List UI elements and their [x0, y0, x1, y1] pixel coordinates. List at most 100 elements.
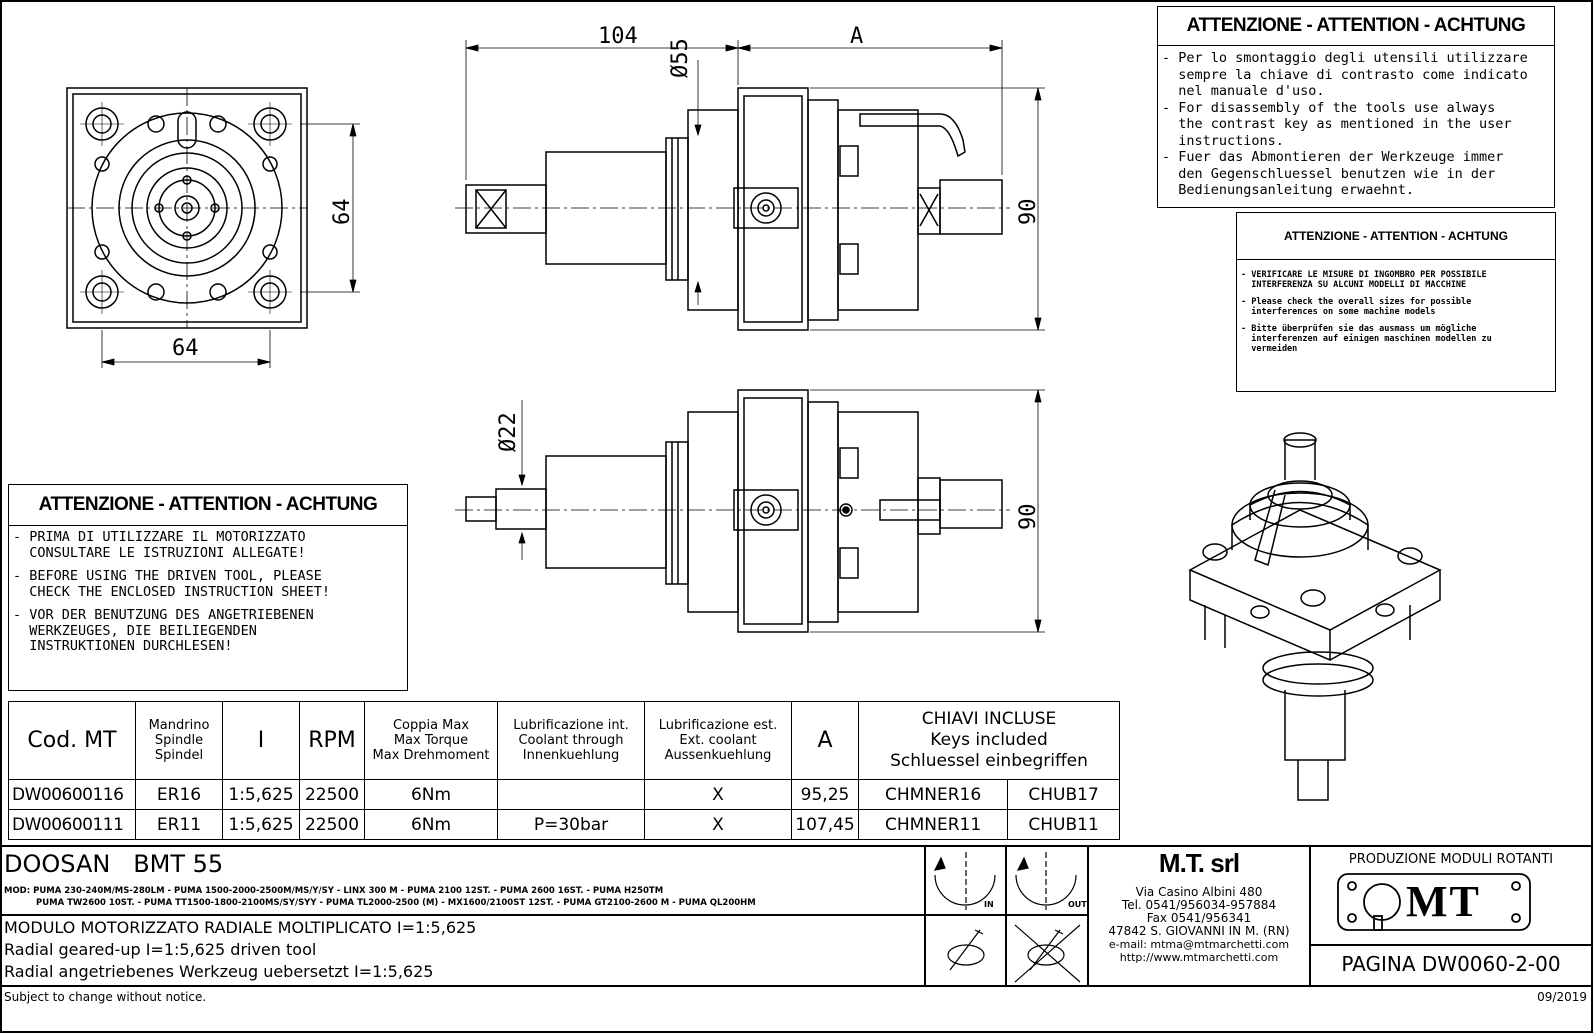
header-lubrication-external: Lubrificazione est. Ext. coolant Aussenk…: [644, 701, 792, 780]
company-website: http://www.mtmarchetti.com: [1119, 951, 1279, 964]
machine-model: DOOSAN BMT 55: [4, 850, 224, 878]
change-notice: Subject to change without notice.: [4, 990, 207, 1004]
compatible-machines-line-1: MOD: PUMA 230-240M/MS-280LM - PUMA 1500-…: [4, 886, 664, 896]
header-a: A: [791, 701, 859, 780]
logo-frame: [1337, 873, 1531, 931]
front-view: [66, 87, 308, 329]
warning-line: INSTRUKTIONEN DURCHLESEN!: [13, 638, 233, 654]
header-cod-mt: Cod. MT: [8, 701, 136, 780]
cell-key-1: CHMNER11: [857, 809, 1009, 840]
cell-lubrication-external: X: [644, 809, 792, 840]
warning-line: - Bitte überprüfen sie das ausmass um mö…: [1241, 324, 1477, 334]
warning-line: the contrast key as mentioned in the use…: [1162, 116, 1512, 132]
warning-left-text: - PRIMA DI UTILIZZARE IL MOTORIZZATO CON…: [9, 526, 407, 655]
dimension-104: 104: [598, 24, 638, 49]
header-ratio: I: [222, 701, 300, 780]
warning-line: - VERIFICARE LE MISURE DI INGOMBRO PER P…: [1241, 270, 1487, 280]
rotation-out-label: OUT: [1068, 900, 1087, 909]
cell-torque: 6Nm: [364, 779, 498, 810]
dimension-diameter-22: Ø22: [496, 412, 521, 452]
dimension-64-horizontal: 64: [172, 336, 199, 361]
warning-line: - BEFORE USING THE DRIVEN TOOL, PLEASE: [13, 568, 322, 584]
warning-main-title: ATTENZIONE - ATTENTION - ACHTUNG: [1158, 7, 1554, 46]
company-fax: Fax 0541/956341: [1146, 911, 1252, 925]
cell-a: 107,45: [791, 809, 859, 840]
cell-rpm: 22500: [299, 779, 365, 810]
header-keys-included: CHIAVI INCLUSE Keys included Schluessel …: [858, 701, 1120, 780]
spec-table: Cod. MT Mandrino Spindle Spindel I RPM C…: [8, 701, 1120, 840]
compatible-machines-line-2: PUMA TW2600 10ST. - PUMA TT1500-1800-210…: [36, 898, 756, 908]
side-view-bottom: [455, 389, 1010, 633]
production-label: PRODUZIONE MODULI ROTANTI: [1348, 852, 1554, 867]
spec-table-header-row: Cod. MT Mandrino Spindle Spindel I RPM C…: [8, 701, 1120, 780]
warning-line: CHECK THE ENCLOSED INSTRUCTION SHEET!: [13, 583, 330, 600]
warning-line: - Per lo smontaggio degli utensili utili…: [1162, 50, 1528, 66]
company-address: Via Casino Albini 480: [1135, 885, 1263, 899]
cell-cod-mt: DW00600111: [8, 809, 136, 840]
warning-line: nel manuale d'uso.: [1162, 83, 1325, 99]
dimension-90-bottom: 90: [1016, 503, 1041, 531]
header-torque: Coppia Max Max Torque Max Drehmoment: [364, 701, 498, 780]
warning-line: sempre la chiave di contrasto come indic…: [1162, 66, 1528, 83]
cell-ratio: 1:5,625: [222, 779, 300, 810]
header-spindle: Mandrino Spindle Spindel: [135, 701, 223, 780]
company-logo: MT: [1406, 877, 1481, 926]
cell-cod-mt: DW00600116: [8, 779, 136, 810]
warning-line: vermeiden: [1241, 344, 1298, 354]
company-name: M.T. srl: [1158, 848, 1240, 878]
rotation-in-label: IN: [984, 900, 994, 909]
cell-torque: 6Nm: [364, 809, 498, 840]
warning-line: - VOR DER BENUTZUNG DES ANGETRIEBENEN: [13, 607, 314, 623]
warning-line: den Gegenschluessel benutzen wie in der: [1162, 165, 1496, 182]
isometric-view: [1188, 432, 1442, 801]
company-city: 47842 S. GIOVANNI IN M. (RN): [1108, 924, 1290, 938]
company-address-block: Via Casino Albini 480 Tel. 0541/956034-9…: [1088, 885, 1310, 965]
warning-small-title: ATTENZIONE - ATTENTION - ACHTUNG: [1237, 213, 1555, 260]
warning-line: instructions.: [1162, 132, 1284, 149]
dimension-64-vertical: 64: [330, 198, 355, 226]
side-view-top: [455, 87, 1010, 331]
warning-line: interferenzen auf einigen maschinen mode…: [1241, 334, 1492, 344]
cell-lubrication-external: X: [644, 779, 792, 810]
front-view-dimensions: [101, 123, 360, 368]
cell-ratio: 1:5,625: [222, 809, 300, 840]
warning-line: INTERFERENZA SU ALCUNI MODELLI DI MACCHI…: [1241, 280, 1467, 290]
warning-line: - For disassembly of the tools use alway…: [1162, 99, 1496, 116]
description-german: Radial angetriebenes Werkzeug uebersetzt…: [4, 962, 434, 981]
description-english: Radial geared-up I=1:5,625 driven tool: [4, 940, 317, 959]
warning-line: Bedienungsanleitung erwaehnt.: [1162, 182, 1414, 198]
warning-box-left: ATTENZIONE - ATTENTION - ACHTUNG - PRIMA…: [8, 484, 408, 691]
dimension-90-top: 90: [1016, 198, 1041, 226]
cell-lubrication-internal: [497, 779, 645, 810]
dimension-diameter-55: Ø55: [668, 38, 693, 78]
warning-box-small: ATTENZIONE - ATTENTION - ACHTUNG - VERIF…: [1236, 212, 1556, 392]
warning-line: - Please check the overall sizes for pos…: [1241, 297, 1472, 307]
company-tel: Tel. 0541/956034-957884: [1121, 898, 1277, 912]
dimension-a: A: [850, 24, 864, 49]
cell-a: 95,25: [791, 779, 859, 810]
cell-rpm: 22500: [299, 809, 365, 840]
page-number: PAGINA DW0060-2-00: [1341, 952, 1561, 976]
top-view-dimensions: [465, 40, 1045, 331]
title-block-frame: [1, 845, 1592, 987]
warning-small-text: - VERIFICARE LE MISURE DI INGOMBRO PER P…: [1237, 260, 1555, 354]
warning-line: - PRIMA DI UTILIZZARE IL MOTORIZZATO: [13, 529, 306, 545]
cell-lubrication-internal: P=30bar: [497, 809, 645, 840]
cell-key-2: CHUB17: [1007, 779, 1120, 810]
warning-line: interferences on some machine models: [1241, 307, 1436, 317]
warning-line: CONSULTARE LE ISTRUZIONI ALLEGATE!: [13, 544, 306, 561]
warning-line: WERKZEUGES, DIE BEILIEGENDEN: [13, 622, 257, 639]
warning-main-text: - Per lo smontaggio degli utensili utili…: [1158, 46, 1554, 199]
rotation-symbols: [933, 852, 1081, 983]
warning-left-title: ATTENZIONE - ATTENTION - ACHTUNG: [9, 485, 407, 526]
cell-key-2: CHUB11: [1007, 809, 1120, 840]
warning-box-main: ATTENZIONE - ATTENTION - ACHTUNG - Per l…: [1157, 6, 1555, 208]
warning-line: - Fuer das Abmontieren der Werkzeuge imm…: [1162, 149, 1504, 165]
company-email: e-mail: mtma@mtmarchetti.com: [1108, 938, 1290, 951]
cell-key-1: CHMNER16: [857, 779, 1009, 810]
description-italian: MODULO MOTORIZZATO RADIALE MOLTIPLICATO …: [4, 918, 477, 937]
